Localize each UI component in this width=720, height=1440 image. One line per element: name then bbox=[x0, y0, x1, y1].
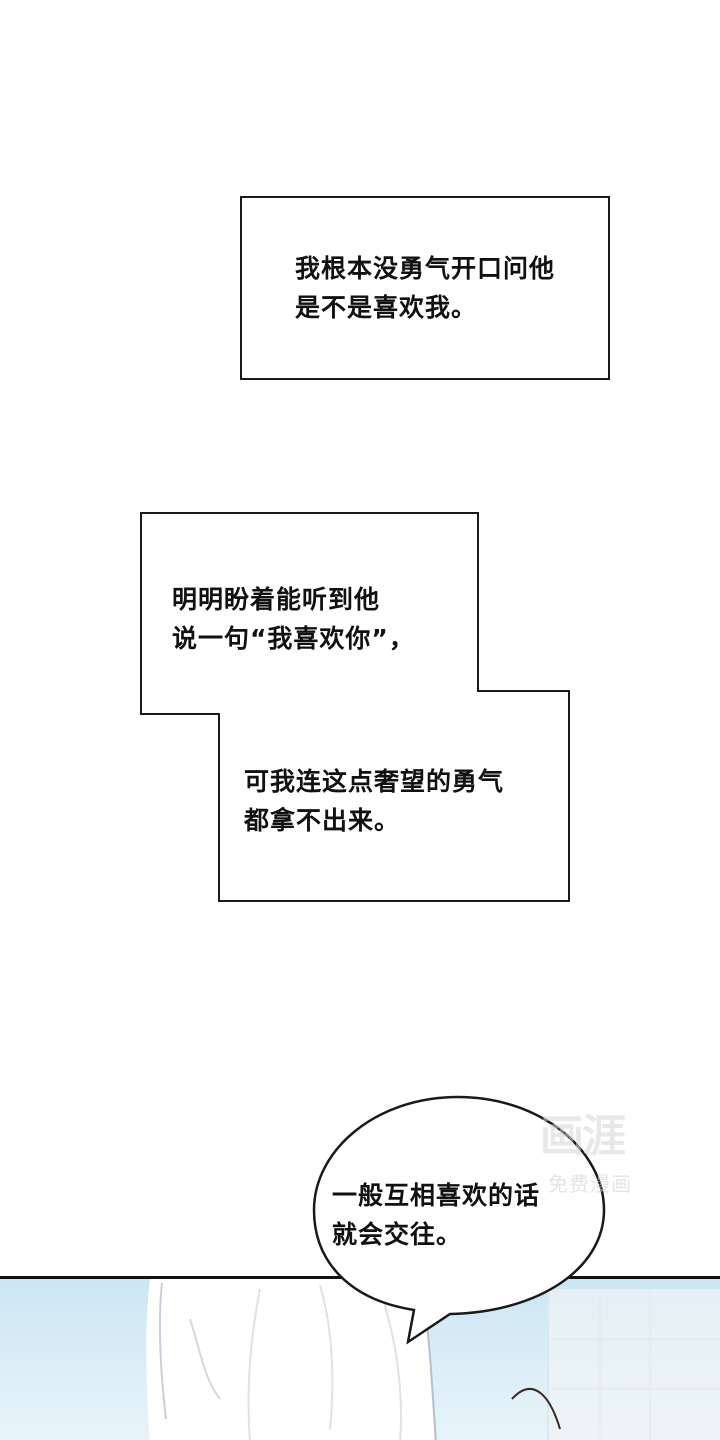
speech-bubble-text: 一般互相喜欢的话 就会交往。 bbox=[332, 1181, 541, 1249]
caption-text-1: 我根本没勇气开口问他 是不是喜欢我。 bbox=[294, 254, 555, 322]
caption-text-2-bottom: 可我连这点奢望的勇气 都拿不出来。 bbox=[244, 767, 505, 835]
caption-text-2-top: 明明盼着能听到他 说一句“我喜欢你”， bbox=[172, 585, 415, 653]
watermark-subtitle: 免费漫画 bbox=[548, 1172, 632, 1196]
panel-illustration bbox=[0, 1279, 720, 1440]
watermark-logo: 画涯 bbox=[540, 1111, 626, 1162]
comic-panel bbox=[0, 1276, 720, 1440]
watermark: 画涯 免费漫画 bbox=[536, 1100, 666, 1200]
caption-box-1: 我根本没勇气开口问他 是不是喜欢我。 bbox=[240, 196, 610, 380]
caption-box-2 bbox=[140, 512, 570, 902]
